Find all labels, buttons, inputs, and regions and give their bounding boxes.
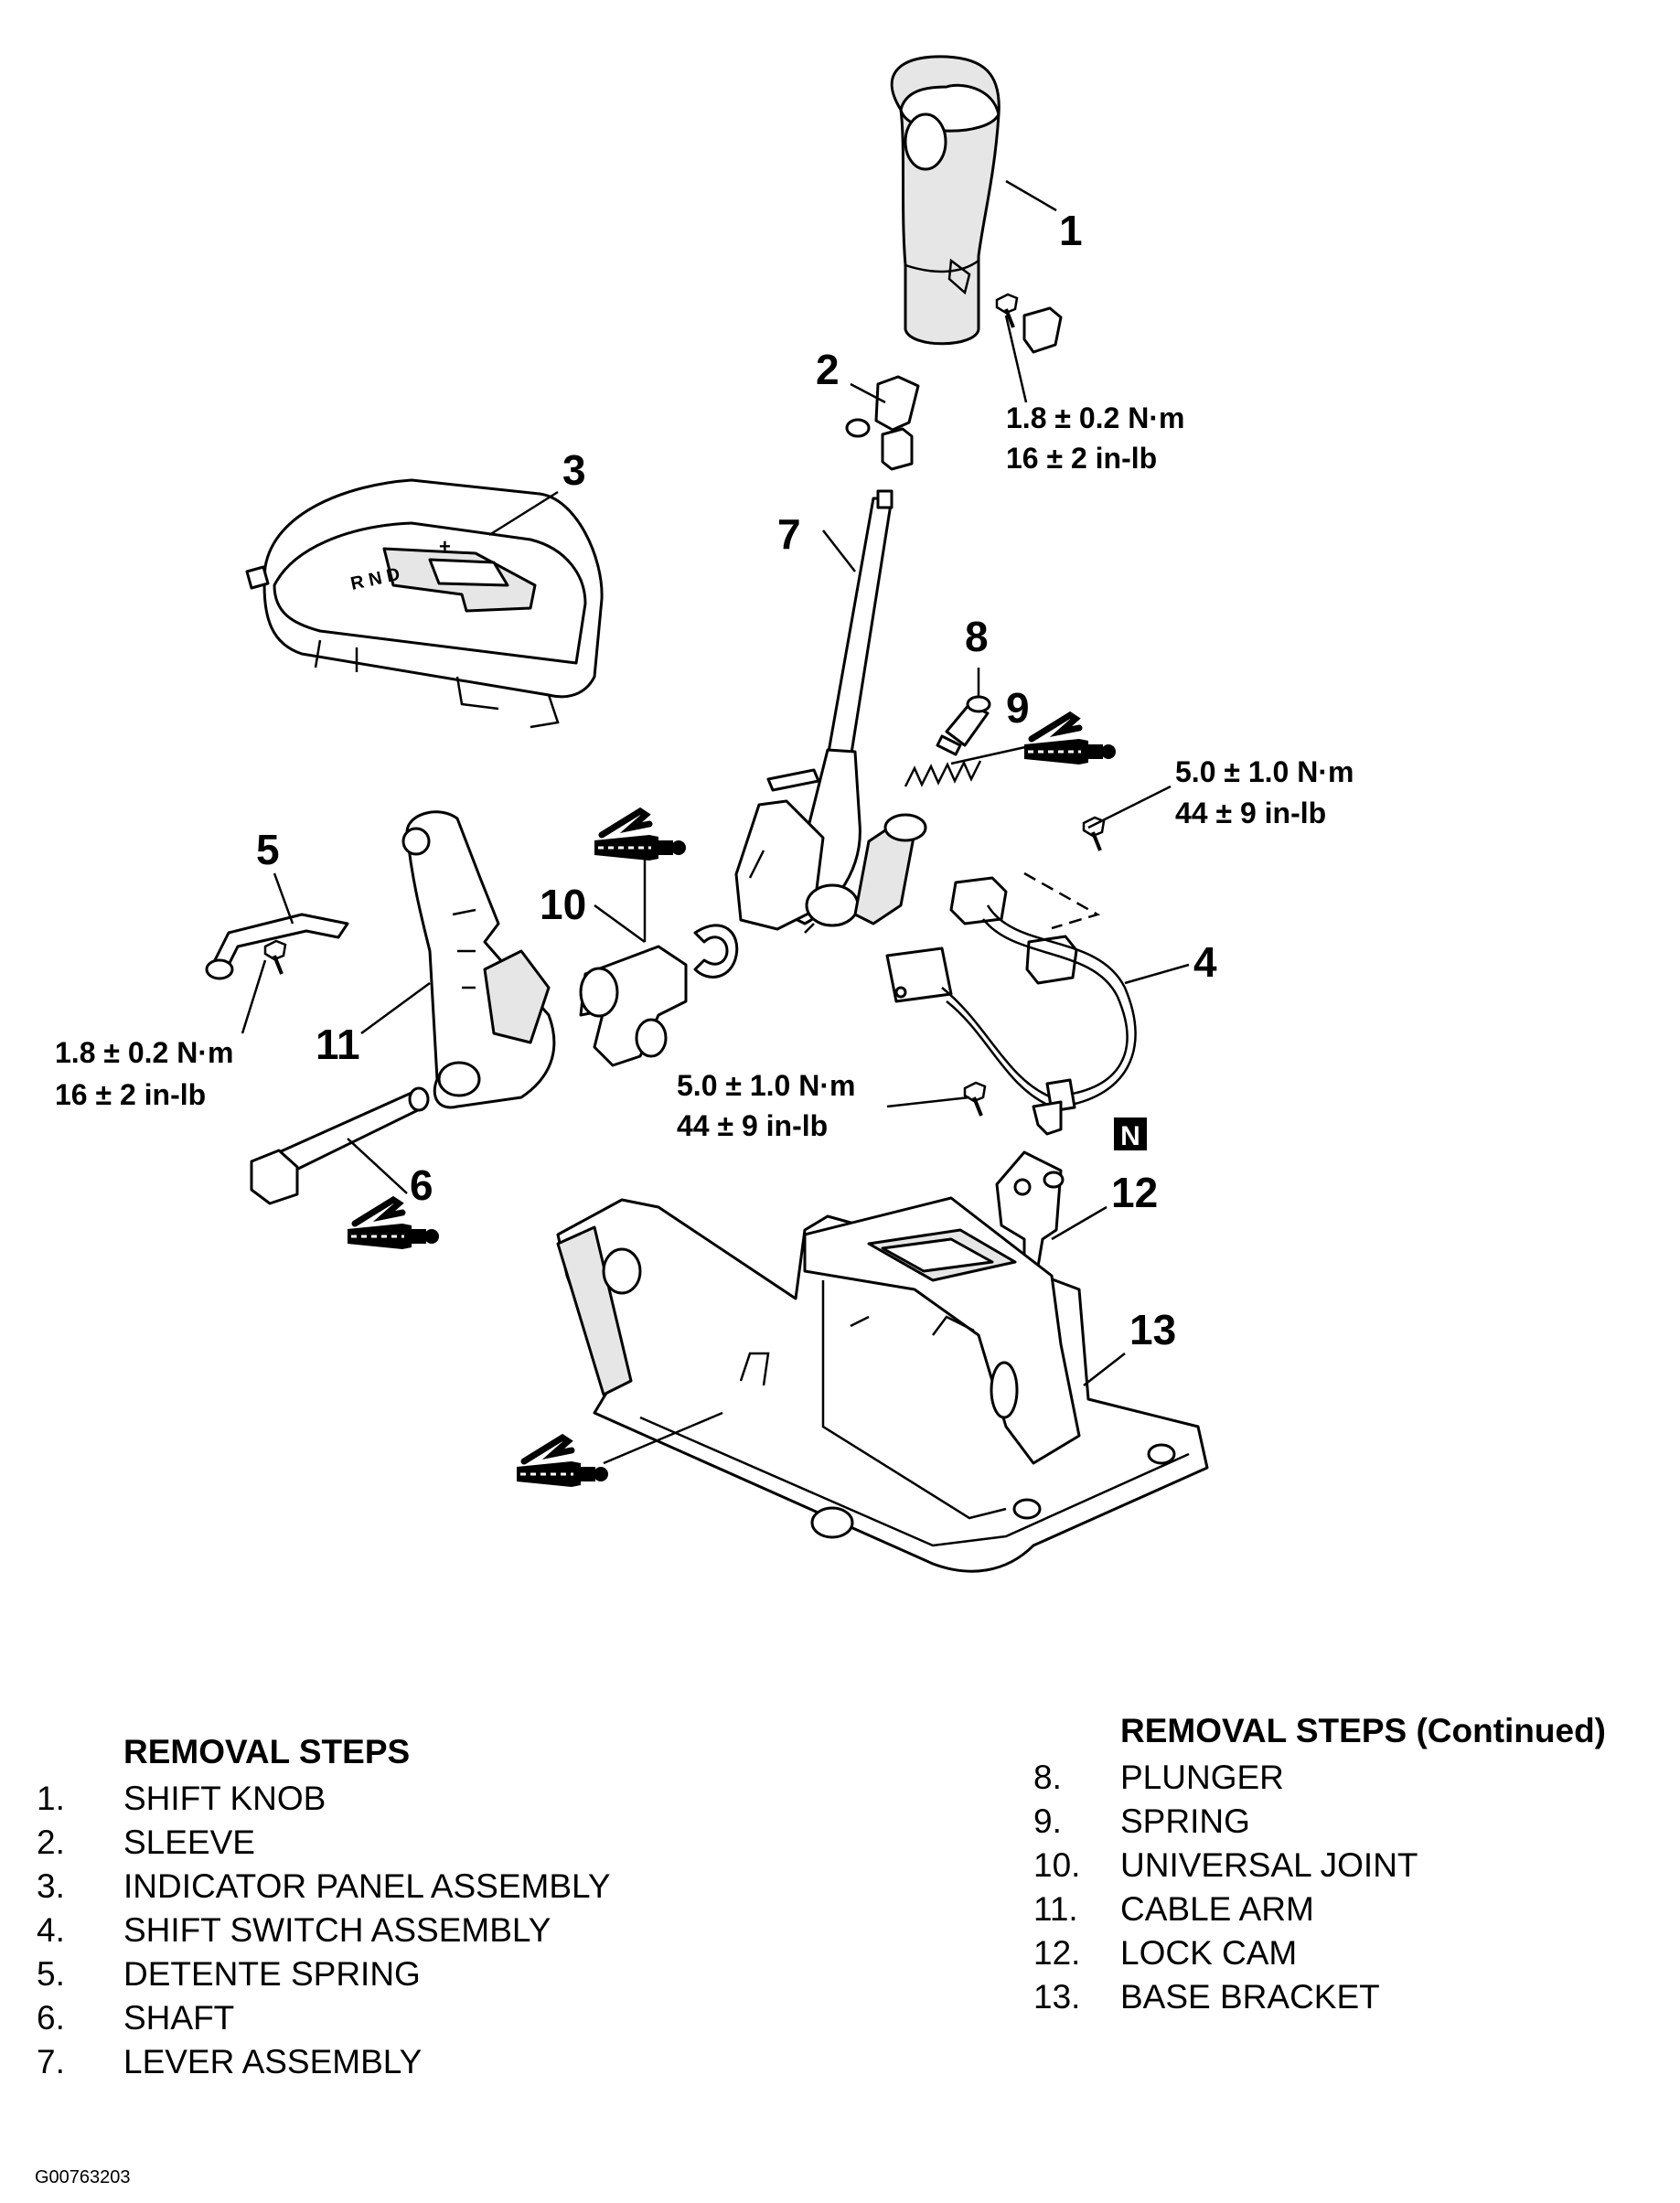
- step-number: 8.: [1033, 1759, 1062, 1796]
- spring: [904, 760, 982, 787]
- step-number: 2.: [37, 1823, 65, 1861]
- step-number: 11.: [1033, 1890, 1078, 1928]
- step-label: INDICATOR PANEL ASSEMBLY: [123, 1867, 611, 1905]
- callout-7: 7: [777, 510, 801, 558]
- callout-11: 11: [316, 1021, 360, 1068]
- step-number: 9.: [1033, 1802, 1062, 1840]
- removal-steps-list: REMOVAL STEPS 1. SHIFT KNOB 2. SLEEVE 3. IN…: [37, 1733, 611, 2084]
- removal-steps-continued-list: REMOVAL STEPS (Continued) 8. PLUNGER 9. SP…: [1033, 1712, 1606, 2019]
- grease-gun-icon: [594, 811, 686, 861]
- step-number: 12.: [1033, 1934, 1081, 1972]
- step-number: 3.: [37, 1867, 65, 1905]
- torque-switch-top-inlb: 44 ± 9 in-lb: [1175, 797, 1326, 829]
- step-label: UNIVERSAL JOINT: [1120, 1846, 1418, 1884]
- callout-2: 2: [816, 346, 840, 393]
- step-label: LEVER ASSEMBLY: [123, 2043, 423, 2080]
- list-item: 13. BASE BRACKET: [1033, 1975, 1606, 2019]
- svg-text:+: +: [439, 535, 451, 558]
- step-label: SHAFT: [123, 1999, 235, 2037]
- plunger: [936, 695, 991, 756]
- step-label: SPRING: [1120, 1802, 1250, 1840]
- list-item: 3. INDICATOR PANEL ASSEMBLY: [37, 1865, 611, 1909]
- list-item: 2. SLEEVE: [37, 1821, 611, 1865]
- callout-6: 6: [410, 1161, 433, 1209]
- removal-steps-continued-heading: REMOVAL STEPS (Continued): [1120, 1712, 1607, 1749]
- callout-3: 3: [562, 446, 586, 494]
- list-item: 11. CABLE ARM: [1033, 1888, 1606, 1931]
- list-item: 4. SHIFT SWITCH ASSEMBLY: [37, 1909, 611, 1952]
- list-item: 7. LEVER ASSEMBLY: [37, 2040, 611, 2084]
- universal-joint: [579, 924, 739, 1067]
- callout-1: 1: [1059, 207, 1083, 254]
- lever-assembly: [734, 489, 927, 934]
- detente-spring: [205, 913, 349, 980]
- grease-gun-icon: [1024, 715, 1116, 765]
- torque-knob-nm: 1.8 ± 0.2 N·m: [1006, 401, 1184, 434]
- step-number: 10.: [1033, 1846, 1081, 1884]
- step-number: 7.: [37, 2043, 65, 2080]
- list-item: 10. UNIVERSAL JOINT: [1033, 1844, 1606, 1888]
- step-label: PLUNGER: [1120, 1759, 1284, 1796]
- callout-13: 13: [1129, 1306, 1176, 1353]
- list-item: 5. DETENTE SPRING: [37, 1952, 611, 1996]
- torque-switch-bottom-inlb: 44 ± 9 in-lb: [677, 1109, 828, 1142]
- figure-id: G00763203: [35, 2167, 131, 2187]
- n-badge: N: [1114, 1118, 1147, 1151]
- indicator-panel-assembly: + R N D: [245, 478, 604, 729]
- callout-4: 4: [1193, 938, 1217, 986]
- list-item: 6. SHAFT: [37, 1996, 611, 2040]
- removal-steps-heading: REMOVAL STEPS: [123, 1733, 411, 1770]
- step-number: 5.: [37, 1955, 65, 1993]
- torque-spring-nm: 1.8 ± 0.2 N·m: [55, 1036, 233, 1069]
- callout-9: 9: [1006, 684, 1030, 732]
- callout-10: 10: [540, 881, 586, 928]
- grease-gun-icon: [517, 1438, 608, 1487]
- sleeve: [845, 375, 920, 471]
- torque-switch-top-nm: 5.0 ± 1.0 N·m: [1175, 755, 1354, 788]
- step-label: CABLE ARM: [1120, 1890, 1314, 1928]
- callout-8: 8: [965, 613, 989, 660]
- base-bracket: [556, 1196, 1209, 1573]
- step-number: 13.: [1033, 1978, 1081, 2016]
- torque-spring-inlb: 16 ± 2 in-lb: [55, 1078, 206, 1111]
- lock-cam: [995, 1150, 1065, 1268]
- step-label: SLEEVE: [123, 1823, 255, 1861]
- cable-arm: [401, 810, 556, 1109]
- step-number: 1.: [37, 1780, 65, 1817]
- list-item: 1. SHIFT KNOB: [37, 1777, 611, 1821]
- svg-text:N: N: [1120, 1121, 1140, 1151]
- list-item: 12. LOCK CAM: [1033, 1931, 1606, 1975]
- step-label: BASE BRACKET: [1120, 1978, 1380, 2016]
- exploded-view-diagram: 1 1.8 ± 0.2 N·m 16 ± 2 in-lb 2 + R N D 3…: [55, 55, 1354, 1573]
- callout-12: 12: [1111, 1169, 1158, 1216]
- list-item: 8. PLUNGER: [1033, 1756, 1606, 1800]
- step-number: 4.: [37, 1911, 65, 1949]
- callout-5: 5: [256, 826, 280, 873]
- torque-knob-inlb: 16 ± 2 in-lb: [1006, 442, 1157, 475]
- shift-knob: [890, 55, 1063, 354]
- step-label: SHIFT SWITCH ASSEMBLY: [123, 1911, 551, 1949]
- step-number: 6.: [37, 1999, 65, 2037]
- list-item: 9. SPRING: [1033, 1800, 1606, 1844]
- torque-switch-bottom-nm: 5.0 ± 1.0 N·m: [677, 1069, 855, 1102]
- step-label: DETENTE SPRING: [123, 1955, 421, 1993]
- shaft: [250, 1086, 430, 1205]
- step-label: SHIFT KNOB: [123, 1780, 326, 1817]
- step-label: LOCK CAM: [1120, 1934, 1298, 1972]
- shift-switch-assembly: [885, 816, 1137, 1136]
